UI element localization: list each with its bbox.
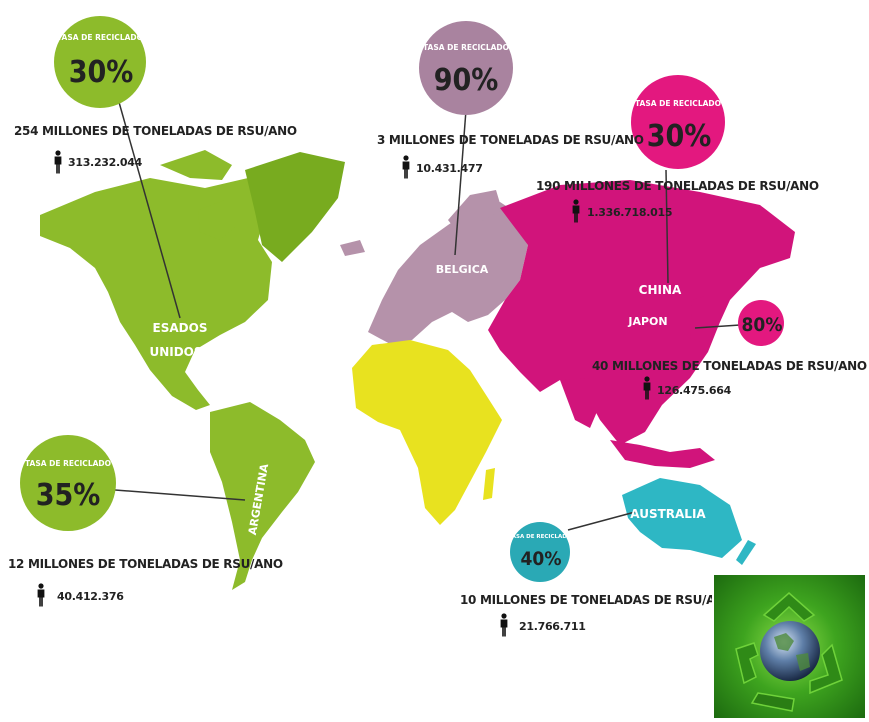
leader-line-belgica bbox=[454, 109, 467, 256]
recycle-globe-image bbox=[712, 573, 867, 720]
australia-shape bbox=[622, 478, 742, 558]
badge-china: TASA DE RECICLADO 30% bbox=[631, 75, 725, 169]
scandinavia-shape bbox=[448, 190, 502, 238]
badge-argentina-title: TASA DE RECICLADO bbox=[25, 459, 111, 468]
iceland-shape bbox=[340, 240, 365, 256]
label-usa-line1: ESADOS bbox=[153, 321, 208, 335]
badge-usa: TASA DE RECICLADO 30% bbox=[54, 16, 146, 108]
person-icon bbox=[500, 613, 508, 637]
indonesia-shape bbox=[610, 440, 715, 468]
badge-japon-value: 80% bbox=[742, 314, 783, 336]
madagascar-shape bbox=[483, 468, 495, 500]
badge-argentina-value: 35% bbox=[36, 478, 101, 513]
india-shape bbox=[560, 378, 602, 428]
label-japon: JAPON bbox=[627, 315, 667, 328]
label-belgica: BELGICA bbox=[436, 263, 489, 276]
label-china: CHINA bbox=[639, 283, 682, 297]
china-population-text: 1.336.718.015 bbox=[587, 206, 672, 219]
japon-waste-text: 40 MILLONES DE TONELADAS DE RSU/ANO bbox=[592, 359, 867, 373]
europe-shape bbox=[368, 202, 528, 345]
north-america-shape bbox=[40, 178, 272, 410]
leader-line-japon bbox=[694, 324, 741, 329]
leader-line-usa bbox=[114, 87, 181, 319]
china-waste-text: 190 MILLONES DE TONELADAS DE RSU/ANO bbox=[536, 179, 819, 193]
belgica-waste-text: 3 MILLONES DE TONELADAS DE RSU/ANO bbox=[377, 133, 644, 147]
badge-australia: TASA DE RECICLADO 40% bbox=[508, 522, 572, 582]
argentina-population-text: 40.412.376 bbox=[57, 590, 124, 603]
new-zealand-shape bbox=[736, 540, 756, 565]
badge-australia-value: 40% bbox=[521, 548, 562, 570]
leader-line-australia bbox=[567, 511, 636, 531]
belgica-population-text: 10.431.477 bbox=[416, 162, 483, 175]
badge-belgica: TASA DE RECICLADO 90% bbox=[419, 21, 513, 115]
badge-china-value: 30% bbox=[647, 119, 712, 154]
label-australia: AUSTRALIA bbox=[630, 507, 706, 521]
greenland-shape bbox=[245, 152, 345, 262]
badge-belgica-title: TASA DE RECICLADO bbox=[423, 43, 509, 52]
leader-line-china bbox=[665, 169, 669, 284]
person-icon bbox=[37, 583, 45, 607]
canada-islands-shape bbox=[160, 150, 238, 240]
label-usa-line2: UNIDOS bbox=[149, 345, 202, 359]
japan-shape bbox=[690, 296, 712, 342]
recycle-globe-icon bbox=[735, 592, 843, 712]
asia-shape bbox=[488, 180, 795, 445]
badge-usa-value: 30% bbox=[69, 55, 134, 90]
badge-japon: 80% bbox=[738, 300, 784, 346]
japon-population-text: 126.475.664 bbox=[657, 384, 732, 397]
usa-waste-text: 254 MILLONES DE TONELADAS DE RSU/ANO bbox=[14, 124, 297, 138]
badge-belgica-value: 90% bbox=[434, 63, 499, 98]
badge-australia-title: TASA DE RECICLADO bbox=[508, 534, 571, 540]
africa-shape bbox=[352, 340, 502, 525]
person-icon bbox=[402, 155, 410, 179]
south-america-shape bbox=[210, 402, 315, 590]
badge-china-title: TASA DE RECICLADO bbox=[635, 99, 721, 108]
argentina-waste-text: 12 MILLONES DE TONELADAS DE RSU/ANO bbox=[8, 557, 283, 571]
australia-waste-text: 10 MILLONES DE TONELADAS DE RSU/ANO bbox=[460, 593, 735, 607]
badge-argentina: TASA DE RECICLADO 35% bbox=[20, 435, 116, 531]
leader-line-argentina bbox=[114, 489, 246, 501]
person-icon bbox=[54, 150, 62, 174]
usa-population-text: 313.232.044 bbox=[68, 156, 143, 169]
badge-usa-title: TASA DE RECICLADO bbox=[57, 33, 143, 42]
australia-population-text: 21.766.711 bbox=[519, 620, 586, 633]
